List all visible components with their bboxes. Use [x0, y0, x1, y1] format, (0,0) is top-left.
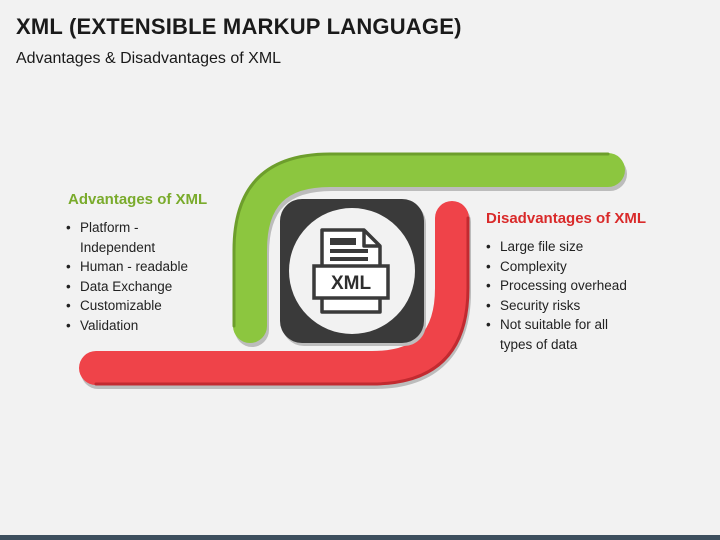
- disadvantages-item: Large file size: [486, 237, 656, 257]
- green-band: [233, 153, 625, 343]
- advantages-heading: Advantages of XML: [68, 191, 208, 208]
- red-band: [79, 201, 469, 385]
- advantages-list: Platform -IndependentHuman - readableDat…: [66, 218, 226, 335]
- footer-bar: [0, 535, 720, 540]
- disadvantages-item: Complexity: [486, 257, 656, 277]
- disadvantages-list: Large file sizeComplexityProcessing over…: [486, 237, 656, 354]
- advantages-item: Customizable: [66, 296, 226, 316]
- advantages-item: Data Exchange: [66, 277, 226, 297]
- disadvantages-item: Security risks: [486, 296, 656, 316]
- advantages-item: Validation: [66, 316, 226, 336]
- green-band-shade: [232, 152, 610, 328]
- disadvantages-heading: Disadvantages of XML: [486, 210, 647, 227]
- slide-title: XML (EXTENSIBLE MARKUP LANGUAGE): [16, 14, 462, 39]
- xml-file-icon: XML: [312, 228, 390, 314]
- slide-subtitle: Advantages & Disadvantages of XML: [16, 50, 282, 67]
- xml-icon-label: XML: [331, 273, 372, 294]
- red-band-shade: [94, 216, 470, 386]
- advantages-item: Platform -Independent: [66, 218, 226, 257]
- advantages-item: Human - readable: [66, 257, 226, 277]
- disadvantages-item: Processing overhead: [486, 276, 656, 296]
